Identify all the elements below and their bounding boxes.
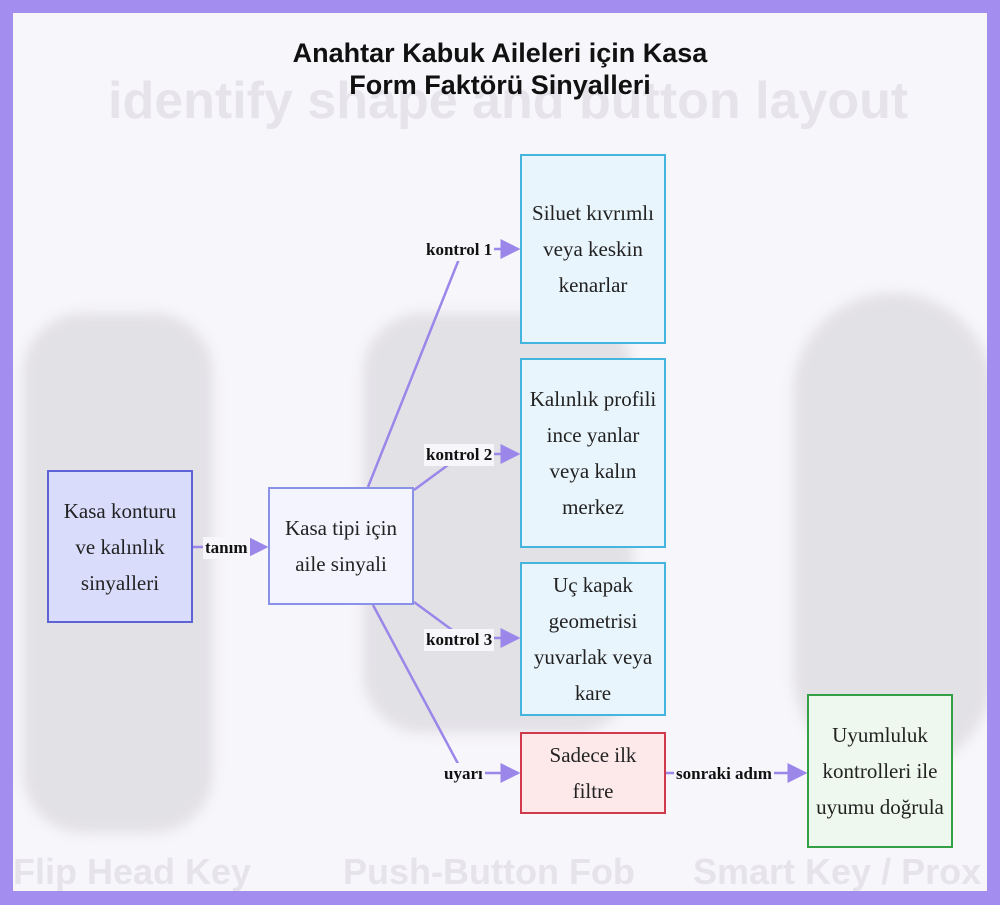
edge-label-check-1: kontrol 1: [424, 239, 495, 261]
node-family-signal: Kasa tipi için aile sinyali: [268, 487, 414, 605]
background-caption-2: Push-Button Fob: [343, 851, 635, 891]
background-key-shape-right: [793, 293, 987, 773]
background-caption-1: Flip Head Key: [13, 851, 252, 891]
edge-label-warning: uyarı: [442, 763, 485, 785]
node-source-signals: Kasa konturu ve kalınlık sinyalleri: [47, 470, 193, 623]
edge-label-definition: tanım: [203, 537, 250, 559]
node-check-thickness: Kalınlık profili ince yanlar veya kalın …: [520, 358, 666, 548]
node-check-endcap: Uç kapak geometrisi yuvarlak veya kare: [520, 562, 666, 716]
node-next-verify: Uyumluluk kontrolleri ile uyumu doğrula: [807, 694, 953, 848]
title-line-2: Form Faktörü Sinyalleri: [349, 70, 651, 100]
node-check-silhouette: Siluet kıvrımlı veya keskin kenarlar: [520, 154, 666, 344]
node-warning-first-filter: Sadece ilk filtre: [520, 732, 666, 814]
edge-label-check-2: kontrol 2: [424, 444, 495, 466]
edge-label-next-step: sonraki adım: [674, 763, 774, 785]
diagram-title: Anahtar Kabuk Aileleri için Kasa Form Fa…: [0, 37, 1000, 101]
background-watermark: identify shape and button layout: [108, 72, 909, 130]
title-line-1: Anahtar Kabuk Aileleri için Kasa: [292, 38, 708, 68]
background-caption-3: Smart Key / Prox: [693, 851, 982, 891]
edge-label-check-3: kontrol 3: [424, 629, 495, 651]
